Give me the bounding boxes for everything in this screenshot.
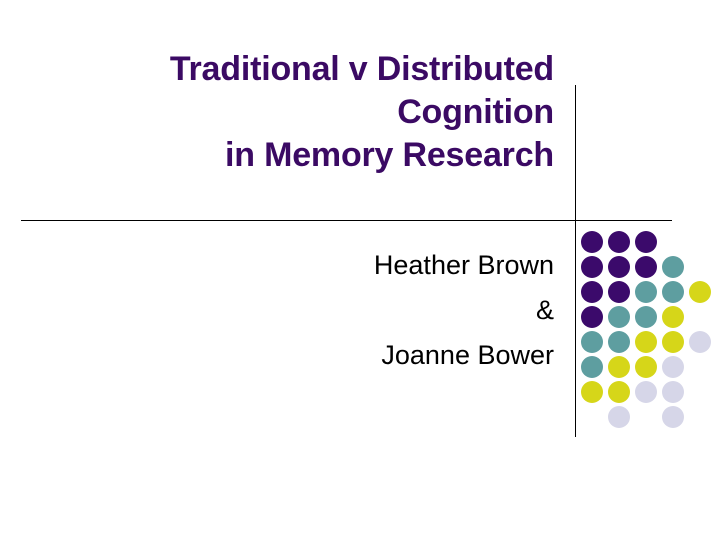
- dot-yellow: [635, 356, 657, 378]
- dot-purple: [581, 256, 603, 278]
- title-line-3: in Memory Research: [225, 136, 554, 174]
- dot-purple: [608, 281, 630, 303]
- title-line-1: Traditional v Distributed: [169, 50, 554, 88]
- dot-purple: [635, 256, 657, 278]
- dot-pale: [608, 406, 630, 428]
- dot-yellow: [581, 381, 603, 403]
- dot-yellow: [662, 306, 684, 328]
- decorative-dot-grid: [581, 231, 711, 428]
- author-line-1: Heather Brown: [373, 250, 554, 280]
- dot-teal: [662, 256, 684, 278]
- dot-teal: [608, 306, 630, 328]
- dot-purple: [608, 256, 630, 278]
- title-line-2: Cognition: [397, 93, 554, 131]
- dot-teal: [581, 331, 603, 353]
- dot-pale: [689, 331, 711, 353]
- dot-purple: [581, 231, 603, 253]
- dot-yellow: [689, 281, 711, 303]
- author-separator: &: [535, 295, 554, 325]
- dot-yellow: [662, 331, 684, 353]
- dot-yellow: [608, 381, 630, 403]
- dot-teal: [581, 356, 603, 378]
- dot-teal: [662, 281, 684, 303]
- author-line-2: Joanne Bower: [381, 340, 554, 370]
- dot-teal: [635, 306, 657, 328]
- dot-pale: [662, 406, 684, 428]
- dot-pale: [662, 381, 684, 403]
- vertical-divider: [575, 85, 576, 437]
- dot-yellow: [608, 356, 630, 378]
- dot-pale: [635, 381, 657, 403]
- slide-title: Traditional v Distributed Cognition in M…: [20, 48, 554, 177]
- dot-purple: [635, 231, 657, 253]
- dot-purple: [608, 231, 630, 253]
- dot-pale: [662, 356, 684, 378]
- dot-teal: [635, 281, 657, 303]
- dot-teal: [608, 331, 630, 353]
- dot-purple: [581, 281, 603, 303]
- slide-subtitle-authors: Heather Brown & Joanne Bower: [20, 243, 554, 378]
- horizontal-divider: [21, 220, 672, 221]
- dot-purple: [581, 306, 603, 328]
- dot-yellow: [635, 331, 657, 353]
